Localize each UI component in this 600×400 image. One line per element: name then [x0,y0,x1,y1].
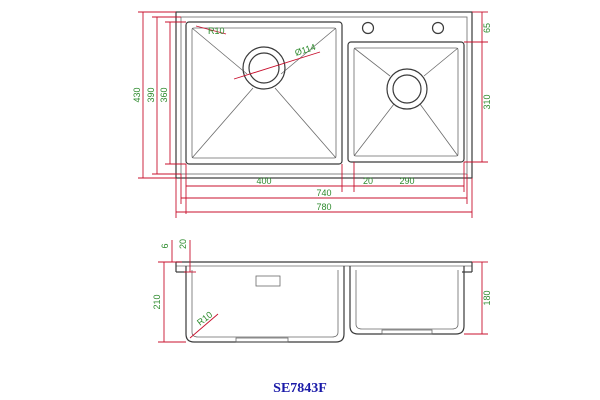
tap-hole-right [431,21,445,35]
right-bowl-profile-inner [355,270,459,330]
left-bowl-height-label: 360 [159,87,169,102]
overall-width-label: 780 [316,202,331,212]
inner-width-label: 740 [316,188,331,198]
divider-width-label: 20 [363,176,373,186]
left-drain-outlet [235,337,289,343]
drain-diameter-label: Ø114 [294,42,317,58]
right-bowl-height-label: 310 [482,94,492,109]
right-drain-inner [392,74,422,104]
left-bowl-diag-br [274,87,337,159]
rim-height-label: 20 [178,239,188,249]
side-corner-radius-label: R10 [195,310,214,328]
side-r10-leader [189,313,219,339]
right-bowl-outline [347,41,465,163]
right-bowl-diag-tl [353,47,391,77]
overflow-slot [255,275,281,287]
right-depth-label: 180 [482,290,492,305]
right-drain-outlet [381,329,433,335]
left-bowl-width-label: 400 [256,176,271,186]
right-bowl-diag-tr [423,47,459,77]
r10-leader [195,25,227,35]
left-bowl-profile [185,266,345,343]
left-bowl-diag-tr [280,27,337,75]
inner-height-label: 390 [146,87,156,102]
left-bowl-diag-bl [191,87,254,159]
left-bowl-inner [191,27,337,159]
right-bowl-offset-label: 65 [482,23,492,33]
left-depth-label: 210 [152,294,162,309]
overall-height-label: 430 [132,87,142,102]
right-bowl-inner [353,47,459,157]
right-bowl-profile [349,266,465,335]
left-bowl-profile-inner [191,270,339,338]
right-bowl-width-label: 290 [399,176,414,186]
outer-plate [175,11,473,179]
drain-diameter-leader [233,51,321,80]
right-bowl-diag-br [419,103,459,157]
inner-plate-edge [180,16,468,175]
right-drain-outer [386,68,428,110]
left-bowl-diag-tl [191,27,248,75]
tap-hole-left [361,21,375,35]
left-drain-outer [242,46,286,90]
right-bowl-diag-bl [353,103,395,157]
rim-thickness-label: 6 [160,243,170,248]
corner-radius-label: R10 [208,26,225,36]
left-bowl-outline [185,21,343,165]
left-drain-inner [248,52,280,84]
model-number: SE7843F [273,381,327,396]
top-view: R10 Ø114 430 390 360 65 310 400 20 [132,11,492,218]
side-view: 6 20 210 180 R10 [152,239,492,343]
